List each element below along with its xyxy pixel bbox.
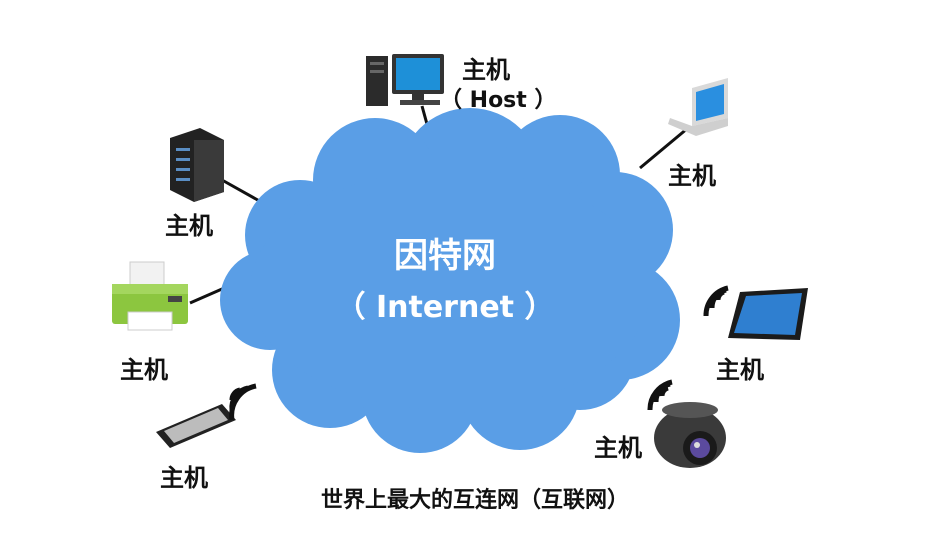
server-tower-icon xyxy=(170,128,224,202)
desktop-host-label: 主机 xyxy=(462,56,510,84)
camera-host-label: 主机 xyxy=(594,434,642,462)
cloud-title: 因特网 xyxy=(394,236,496,276)
desktop-computer-icon xyxy=(366,54,444,106)
internet-cloud xyxy=(220,108,680,453)
cloud-subtitle: （ Internet ） xyxy=(335,290,555,325)
security-camera-icon xyxy=(654,402,726,468)
printer-icon xyxy=(112,261,188,331)
wifi-icon-tablet xyxy=(703,285,729,317)
diagram-caption: 世界上最大的互连网（互联网） xyxy=(320,488,629,513)
laptop-icon xyxy=(668,78,728,136)
wifi-icon-camera xyxy=(647,379,673,411)
server-host-label: 主机 xyxy=(165,212,213,240)
wifi-icon-phone xyxy=(229,383,257,421)
tablet-host-label: 主机 xyxy=(716,356,764,384)
smartphone-icon xyxy=(156,404,236,448)
tablet-icon xyxy=(728,288,808,340)
desktop-host-sublabel: （ Host ） xyxy=(440,88,557,113)
link-laptop xyxy=(639,126,689,170)
phone-host-label: 主机 xyxy=(160,464,208,492)
printer-host-label: 主机 xyxy=(120,356,168,384)
laptop-host-label: 主机 xyxy=(668,162,716,190)
